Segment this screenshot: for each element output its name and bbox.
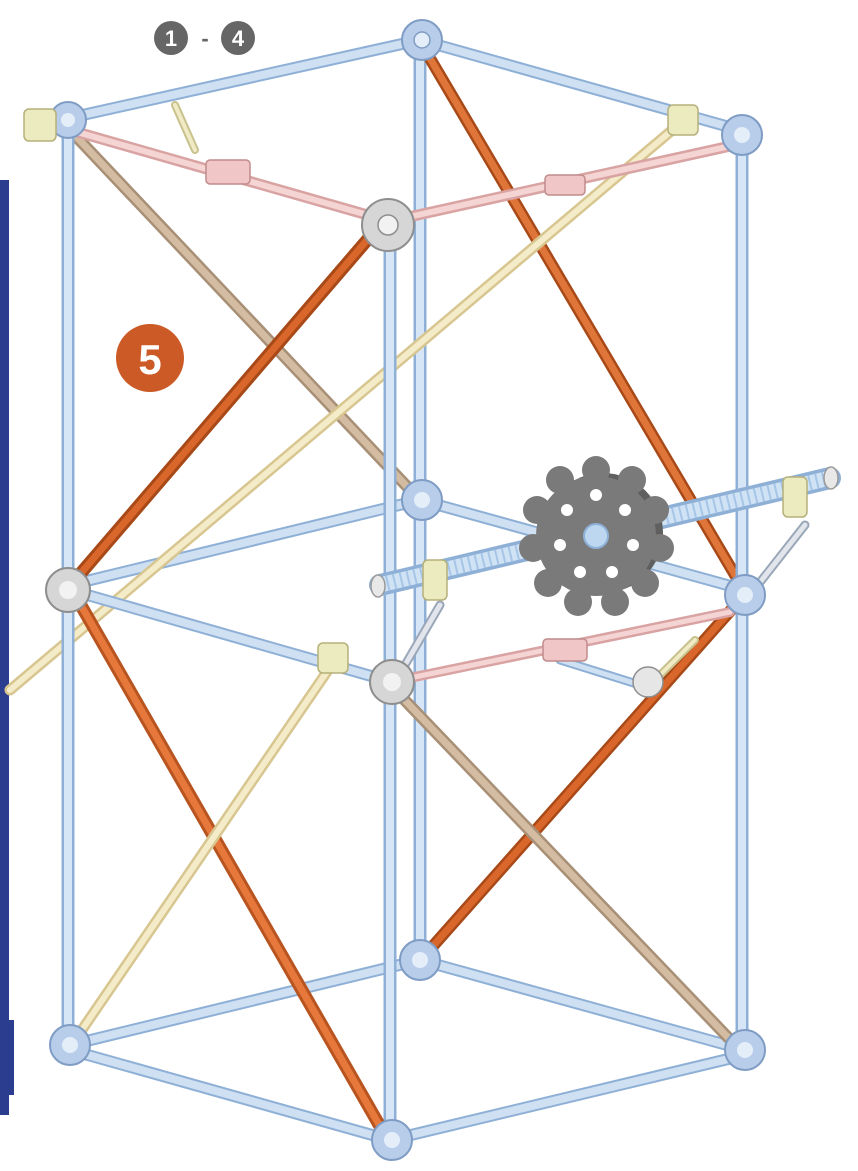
connector-yellow-top-left (23, 108, 57, 142)
front-diagonal-rods (68, 218, 746, 1142)
connector-bottom-right (724, 1029, 766, 1071)
connector-back-bottom (399, 939, 441, 981)
gear-icon (519, 456, 674, 616)
step-range-end-badge (221, 21, 255, 55)
current-step-label: 5 (138, 336, 161, 383)
connector-pink-top-right (544, 174, 586, 196)
connector-back-middle (401, 479, 443, 521)
connector-front-middle (369, 659, 415, 705)
back-diagonal-rods (4, 44, 746, 961)
step-range-separator: - (201, 26, 208, 51)
step-range-indicator: 1 - 4 (154, 21, 255, 55)
connector-yellow-middle-left (317, 642, 349, 674)
step-range-start-label: 1 (165, 26, 177, 51)
current-step-badge (116, 324, 184, 392)
connector-pink-top-left (205, 159, 251, 185)
connector-yellow-axle-left (422, 559, 448, 601)
step-range-start-badge (154, 21, 188, 55)
connector-right-middle (724, 574, 766, 616)
connector-bottom-left (49, 1024, 91, 1066)
connector-top-right (721, 114, 763, 156)
connector-yellow-axle-right (782, 476, 808, 518)
connector-pink-middle (542, 638, 588, 662)
page-side-border (0, 180, 14, 1115)
current-step-indicator: 5 (116, 324, 184, 392)
step-range-end-label: 4 (232, 26, 245, 51)
connector-top-back (401, 19, 443, 61)
connector-small-white (632, 666, 664, 698)
connector-front-top (361, 198, 415, 252)
connector-hubs (23, 19, 808, 1161)
connector-left-middle (45, 567, 91, 613)
connector-yellow-top-right (667, 104, 699, 136)
connector-bottom-front (371, 1119, 413, 1161)
